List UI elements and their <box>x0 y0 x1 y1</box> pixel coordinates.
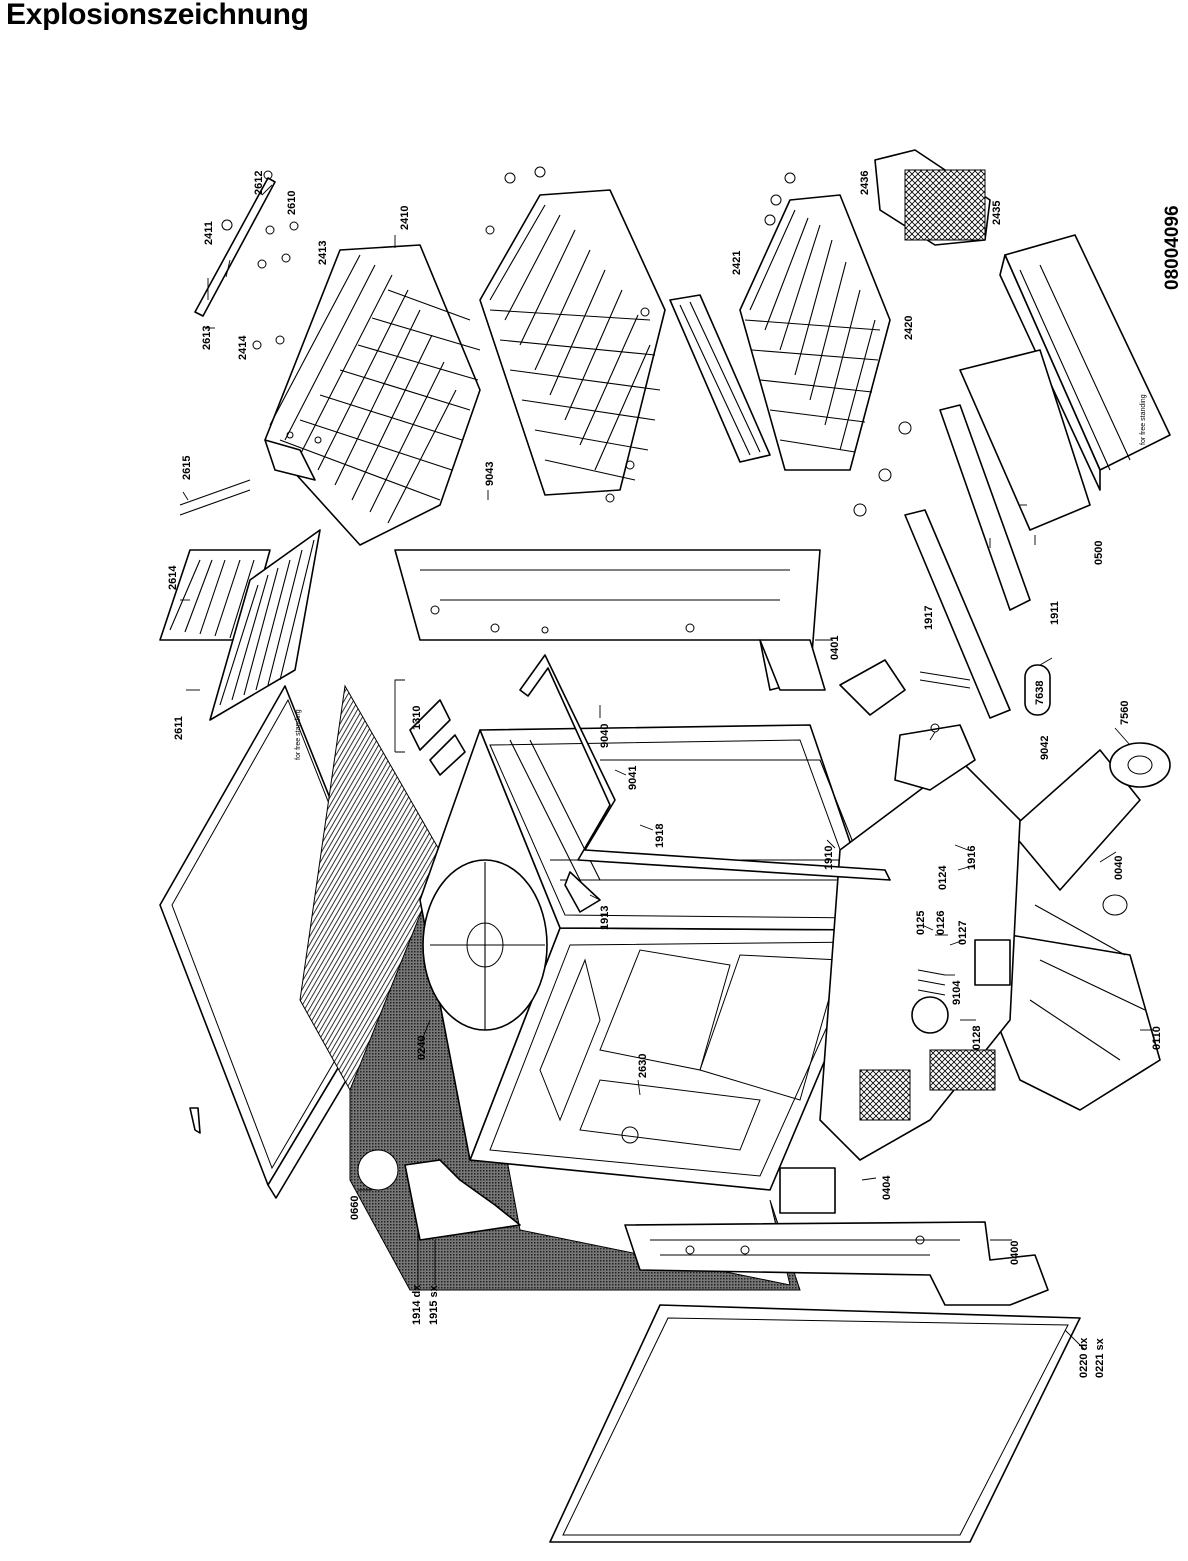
upper-basket <box>264 244 481 546</box>
callout-9104: 9104 <box>951 980 963 1005</box>
callout-1917: 1917 <box>923 606 935 630</box>
callout-2411: 2411 <box>203 221 215 245</box>
callout-2420: 2420 <box>903 316 915 340</box>
document-number: 08004096 <box>1162 205 1183 290</box>
cutlery-tray <box>159 479 321 721</box>
callout-2612: 2612 <box>253 171 265 195</box>
callout-7638: 7638 <box>1034 681 1046 705</box>
callout-2610: 2610 <box>286 191 298 215</box>
callout-7560: 7560 <box>1119 701 1131 725</box>
callout-1918: 1918 <box>654 824 666 848</box>
callout-9040: 9040 <box>599 724 611 748</box>
callout-2613: 2613 <box>201 326 213 350</box>
callout-2630: 2630 <box>637 1054 649 1078</box>
callout-0220: 0220 dx <box>1078 1337 1090 1378</box>
callout-2414: 2414 <box>237 335 249 360</box>
callout-2614: 2614 <box>167 565 179 590</box>
callout-9041: 9041 <box>627 766 639 790</box>
callout-1910: 1910 <box>823 846 835 870</box>
middle-basket <box>479 166 666 503</box>
rail-2610 <box>194 170 299 350</box>
lower-basket <box>669 172 912 517</box>
callout-2436: 2436 <box>859 171 871 195</box>
free-standing-note-2: for free standing <box>1140 394 1147 445</box>
callout-0660: 0660 <box>349 1196 361 1220</box>
callout-1310: 1310 <box>411 706 423 730</box>
callout-0040: 0040 <box>1113 856 1125 880</box>
callout-0404: 0404 <box>881 1175 893 1200</box>
side-panels-right: for free standing <box>839 234 1171 788</box>
small-clip <box>189 1107 201 1134</box>
callout-0401: 0401 <box>829 636 841 660</box>
callout-0400: 0400 <box>1009 1241 1021 1265</box>
callout-labels: 2612 2610 2411 2413 2410 2613 2414 2615 … <box>167 171 1163 1378</box>
hinge-1310 <box>394 679 466 776</box>
leader-lines <box>180 184 1154 1351</box>
callout-2611: 2611 <box>173 716 185 740</box>
callout-0126: 0126 <box>935 911 947 935</box>
free-standing-note-1: for free standing <box>295 709 302 760</box>
callout-2435: 2435 <box>991 201 1003 225</box>
callout-0128: 0128 <box>971 1026 983 1050</box>
tub-body <box>394 549 1161 1543</box>
callout-0125: 0125 <box>915 911 927 935</box>
door-seal <box>519 654 891 881</box>
callout-9042: 9042 <box>1039 736 1051 760</box>
cutlery-basket <box>874 149 991 246</box>
callout-9043: 9043 <box>484 462 496 486</box>
callout-2410: 2410 <box>399 206 411 230</box>
callout-1913: 1913 <box>599 906 611 930</box>
callout-0240: 0240 <box>416 1036 428 1060</box>
callout-0500: 0500 <box>1093 541 1105 565</box>
callout-1915: 1915 sx <box>428 1284 440 1325</box>
callout-0127: 0127 <box>957 921 969 945</box>
callout-0221: 0221 sx <box>1094 1337 1106 1378</box>
callout-0110: 0110 <box>1151 1026 1163 1050</box>
callout-2421: 2421 <box>731 251 743 275</box>
callout-1911: 1911 <box>1049 601 1061 625</box>
callout-1916: 1916 <box>966 846 978 870</box>
callout-0124: 0124 <box>937 865 949 890</box>
callout-1914: 1914 dx <box>411 1284 423 1325</box>
callout-2615: 2615 <box>181 456 193 480</box>
page-title: Explosionszeichnung <box>6 0 309 31</box>
callout-2413: 2413 <box>317 241 329 265</box>
